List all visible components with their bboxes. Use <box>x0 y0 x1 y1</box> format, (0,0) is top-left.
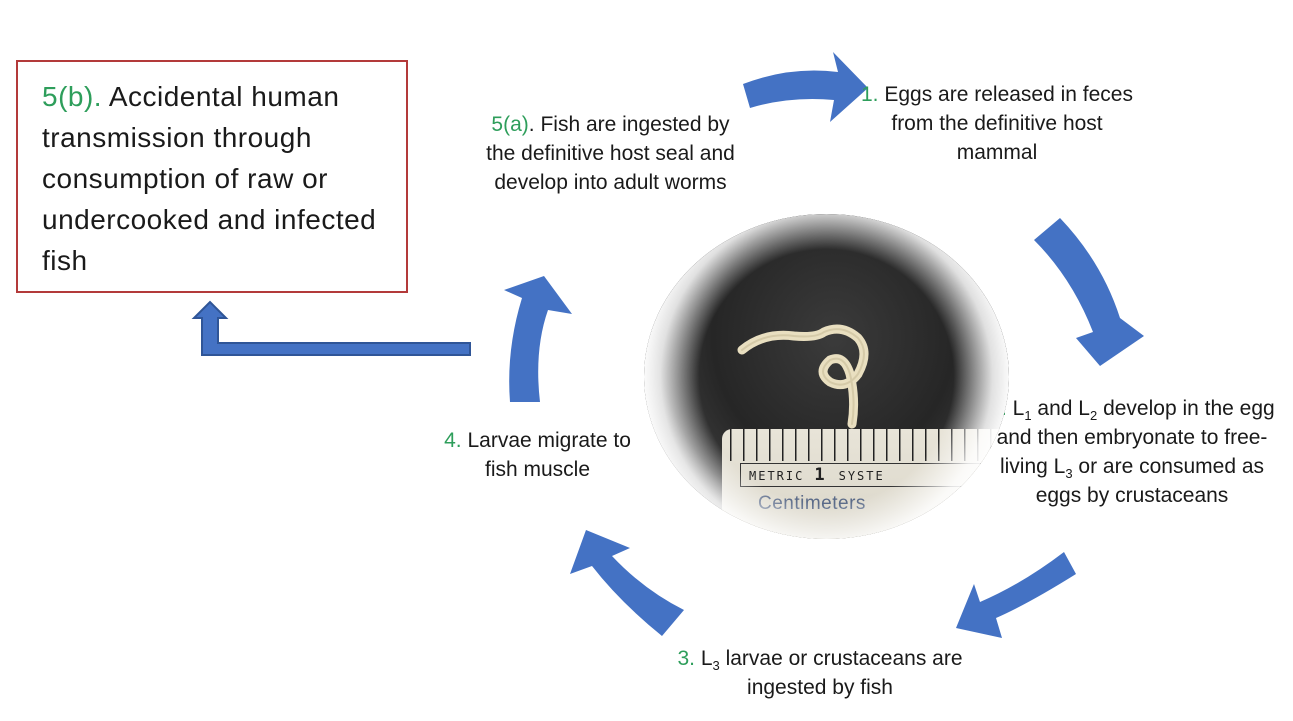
step-5a-label: 5(a). Fish are ingested by the definitiv… <box>478 110 743 197</box>
step-5a-text: . Fish are ingested by the definitive ho… <box>486 113 735 194</box>
step-1-label: 1. Eggs are released in feces from the d… <box>852 80 1142 167</box>
arrow-5a-to-5b <box>191 300 471 356</box>
step-2-label: 2. L1 and L2 develop in the egg and then… <box>982 394 1282 510</box>
step-5b-text: Accidental human transmission through co… <box>42 81 377 276</box>
ruler-metric-label: METRIC <box>749 469 805 483</box>
step-4-label: 4. Larvae migrate to fish muscle <box>440 426 635 484</box>
step-3-l3-sub: 3 <box>712 658 720 674</box>
ruler-units-label: Centimeters <box>758 493 866 514</box>
step-3-label: 3. L3 larvae or crustaceans are ingested… <box>660 644 980 702</box>
step-5b-box: 5(b). Accidental human transmission thro… <box>16 60 408 293</box>
step-5b-number: 5(b). <box>42 81 103 112</box>
step-2-and-text: and L <box>1037 397 1090 420</box>
step-2-l1-prefix: L <box>1012 397 1025 420</box>
arrow-5a-to-1 <box>743 52 868 122</box>
step-4-text: Larvae migrate to fish muscle <box>467 429 631 481</box>
ruler-system-label: SYSTE <box>838 469 885 483</box>
step-1-text: Eggs are released in feces from the defi… <box>884 83 1133 164</box>
arrow-2-to-3 <box>956 552 1076 638</box>
step-2-l2-sub: 2 <box>1089 408 1098 424</box>
step-4-number: 4. <box>444 429 462 452</box>
step-3-text: larvae or crustaceans are ingested by fi… <box>725 647 963 699</box>
step-2-l3-sub: 3 <box>1065 466 1073 482</box>
step-2-middle-text: develop in the egg and then embryonate t… <box>996 397 1275 478</box>
arrow-4-to-5a <box>504 276 572 402</box>
step-3-number: 3. <box>677 647 695 670</box>
step-2-end-text: or are consumed as eggs by crustaceans <box>1035 455 1265 507</box>
arrow-1-to-2 <box>1034 218 1144 366</box>
step-2-l1-sub: 1 <box>1024 408 1032 424</box>
step-5a-number: 5(a) <box>491 113 529 136</box>
arrow-3-to-4 <box>570 530 684 636</box>
ruler-band: METRIC 1 SYSTE <box>740 463 1009 487</box>
ruler-number: 1 <box>814 465 827 485</box>
step-1-number: 1. <box>860 83 879 106</box>
step-3-l3-prefix: L <box>700 647 713 670</box>
ruler: METRIC 1 SYSTE Centimeters <box>722 429 1009 539</box>
worm-photo: METRIC 1 SYSTE Centimeters <box>644 214 1009 539</box>
ruler-ticks <box>730 429 1009 461</box>
